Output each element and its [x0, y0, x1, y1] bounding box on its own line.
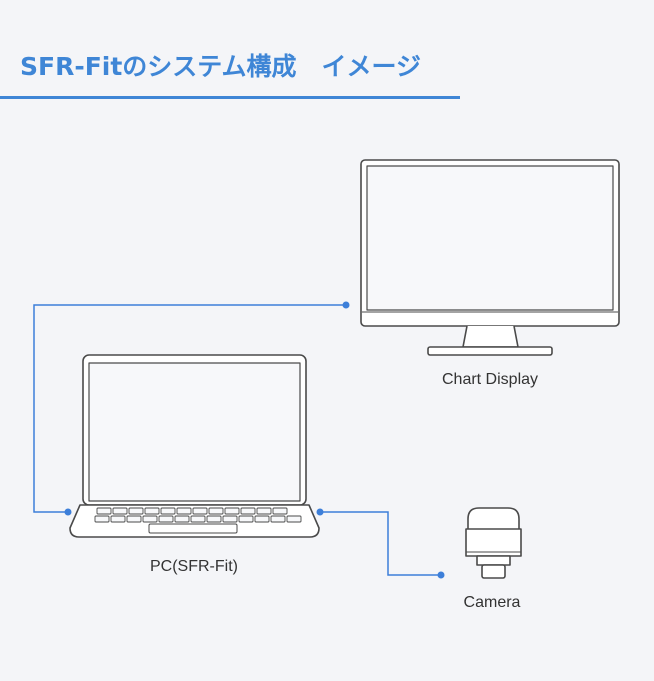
chart-display-label: Chart Display [441, 371, 539, 388]
page-title: SFR-Fitのシステム構成 イメージ [20, 52, 422, 81]
monitor-icon [360, 159, 620, 356]
pc-label: PC(SFR-Fit) [150, 558, 238, 575]
connector-pc-display [33, 301, 350, 516]
laptop-icon [69, 354, 320, 538]
connector-pc-camera [316, 508, 445, 579]
camera-label: Camera [463, 594, 521, 611]
title-underline [0, 96, 460, 99]
camera-icon [465, 507, 522, 579]
